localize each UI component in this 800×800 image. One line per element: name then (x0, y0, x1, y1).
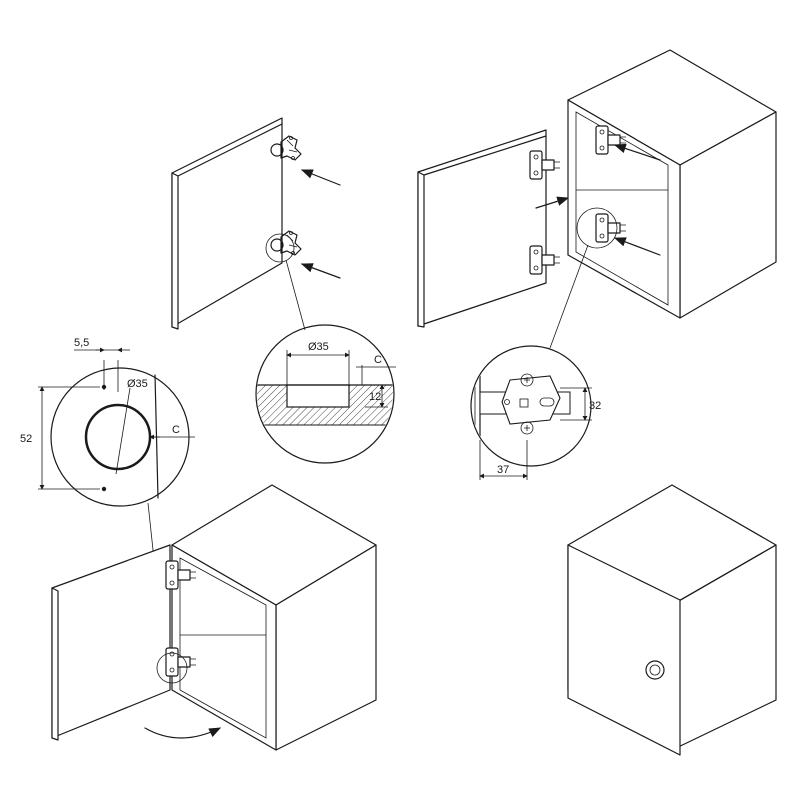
cabinet-mounting-plates (417, 49, 777, 349)
dim-label-edge-left: C (172, 424, 180, 436)
dim-label-hole-spacing: 52 (20, 433, 32, 445)
screw-hole-bottom (101, 486, 107, 492)
dim-label-offset: 5,5 (74, 337, 89, 349)
detail-hole-positions (38, 347, 195, 673)
dim-label-plate-offset: 37 (497, 464, 509, 476)
dim-label-diameter-section: Ø35 (308, 341, 329, 353)
screw-arrow-top (300, 169, 341, 186)
screw-hole-top (101, 384, 107, 390)
door-attached-cabinet (51, 484, 377, 751)
detail-cup-section (255, 324, 396, 464)
screw-arrow-bottom (300, 263, 341, 279)
dim-label-plate-height: 32 (589, 400, 601, 412)
dim-label-diameter-left: Ø35 (127, 378, 148, 390)
door-swing-arrow (144, 727, 222, 739)
door-panel-hinge-cups (171, 117, 341, 331)
dim-label-depth: 12 (369, 391, 381, 403)
finished-cabinet (567, 484, 777, 756)
detail-mounting-plate (470, 345, 592, 480)
lock-knob (645, 660, 665, 680)
dim-label-edge-section: C (374, 354, 382, 366)
